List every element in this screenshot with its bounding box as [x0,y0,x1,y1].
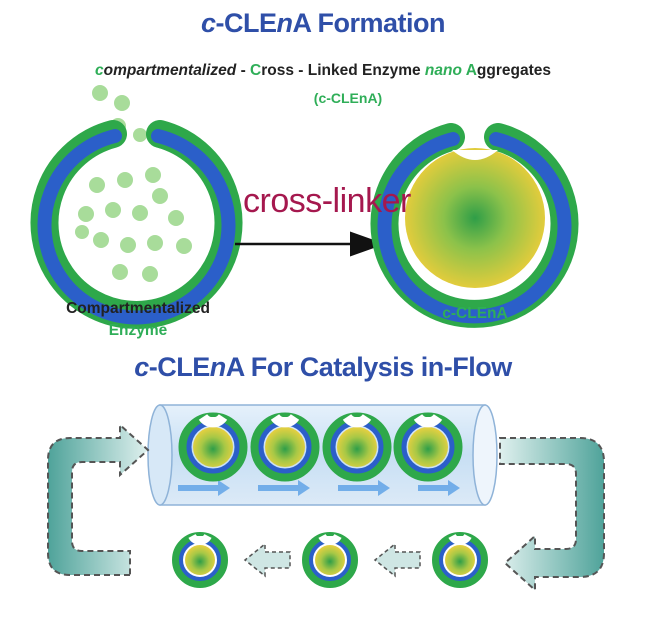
left-loop-arrow [47,422,150,576]
formation-subtitle: compartmentalized - Cross - Linked Enzym… [95,62,551,79]
bottom-flow-arrows [243,542,421,578]
right-loop-arrow [499,437,605,593]
enzyme-label: Enzyme [108,322,168,339]
cross-linker-label: cross-linker [243,182,411,220]
formation-abbreviation: (c-CLEnA) [313,90,383,106]
left-vesicle [30,120,243,329]
flow-title: c-CLEnA For Catalysis in-Flow [134,352,512,382]
tube-particles [178,412,463,482]
formation-title: c-CLEnA Formation [200,8,446,38]
compartmentalized-label: Compartmentalized [66,300,210,317]
c-clena-label: c-CLEnA [442,305,508,322]
right-vesicle [370,123,579,328]
bottom-particles [172,532,488,588]
